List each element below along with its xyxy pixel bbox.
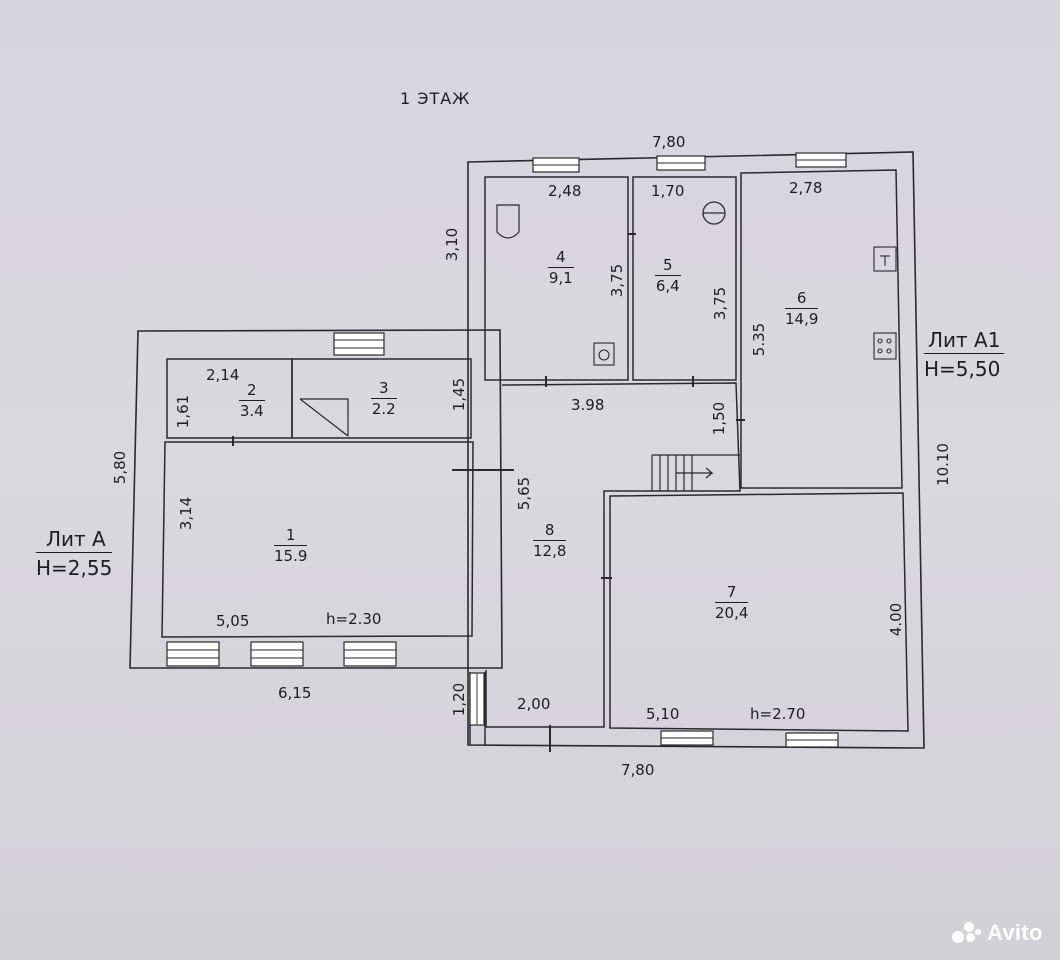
dim-room4-height: 3,75 [608, 263, 627, 298]
dim-porch-height: 1,20 [450, 682, 469, 717]
dim-room6-height: 5.35 [750, 322, 769, 357]
dim-bottom-780: 7,80 [621, 761, 655, 779]
boiler-icon [702, 201, 726, 225]
room1-ceiling: h=2.30 [326, 610, 382, 628]
window [166, 641, 220, 667]
room-4-outline [484, 176, 629, 381]
dim-right-1010: 10.10 [933, 443, 952, 486]
door-marks [232, 233, 745, 752]
dim-room2-height: 1,61 [174, 394, 193, 429]
dim-left-310: 3,10 [443, 227, 462, 262]
dim-room2-width: 2,14 [206, 366, 240, 384]
outer-wall-lit-a1 [467, 151, 925, 749]
room-8-outline [485, 382, 741, 728]
window [343, 641, 397, 667]
dim-room1-height: 3,14 [177, 496, 196, 531]
dim-corridor-width: 3.98 [571, 396, 605, 414]
floor-title: 1 ЭТАЖ [400, 89, 471, 108]
bathtub-icon [496, 204, 520, 239]
dim-room6-width: 2,78 [789, 179, 823, 197]
dim-corridor-height: 1,50 [710, 401, 729, 436]
room-3-outline [291, 358, 472, 439]
avito-watermark: Avito [952, 920, 1043, 946]
dim-room7-width: 5,10 [646, 705, 680, 723]
avito-logo-text: Avito [987, 920, 1043, 945]
dim-room3-height: 1,45 [450, 377, 469, 412]
room7-ceiling: h=2.70 [750, 705, 806, 723]
dim-room8-width: 2,00 [517, 695, 551, 713]
dim-top-780: 7,80 [652, 133, 686, 151]
sink-icon [873, 246, 897, 272]
outer-wall-lit-a [129, 329, 503, 669]
room-7-outline [609, 492, 909, 732]
room-5-outline [632, 176, 737, 381]
toilet-icon [593, 342, 615, 366]
dim-room8-height: 5,65 [515, 476, 534, 511]
dim-left-580: 5,80 [111, 450, 130, 485]
dim-room1-width: 5,05 [216, 612, 250, 630]
dim-room4-width: 2,48 [548, 182, 582, 200]
dim-room5-height: 3,75 [711, 286, 730, 321]
window [250, 641, 304, 667]
dim-bottom-615: 6,15 [278, 684, 312, 702]
window [333, 332, 385, 356]
dim-room5-width: 1,70 [651, 182, 685, 200]
stairs-icon [299, 398, 740, 491]
dim-room7-height: 4.00 [887, 602, 906, 637]
avito-logo-icon [952, 922, 982, 944]
room-1-outline [161, 441, 474, 638]
room-6-outline [740, 169, 903, 489]
stove-icon [873, 332, 897, 360]
